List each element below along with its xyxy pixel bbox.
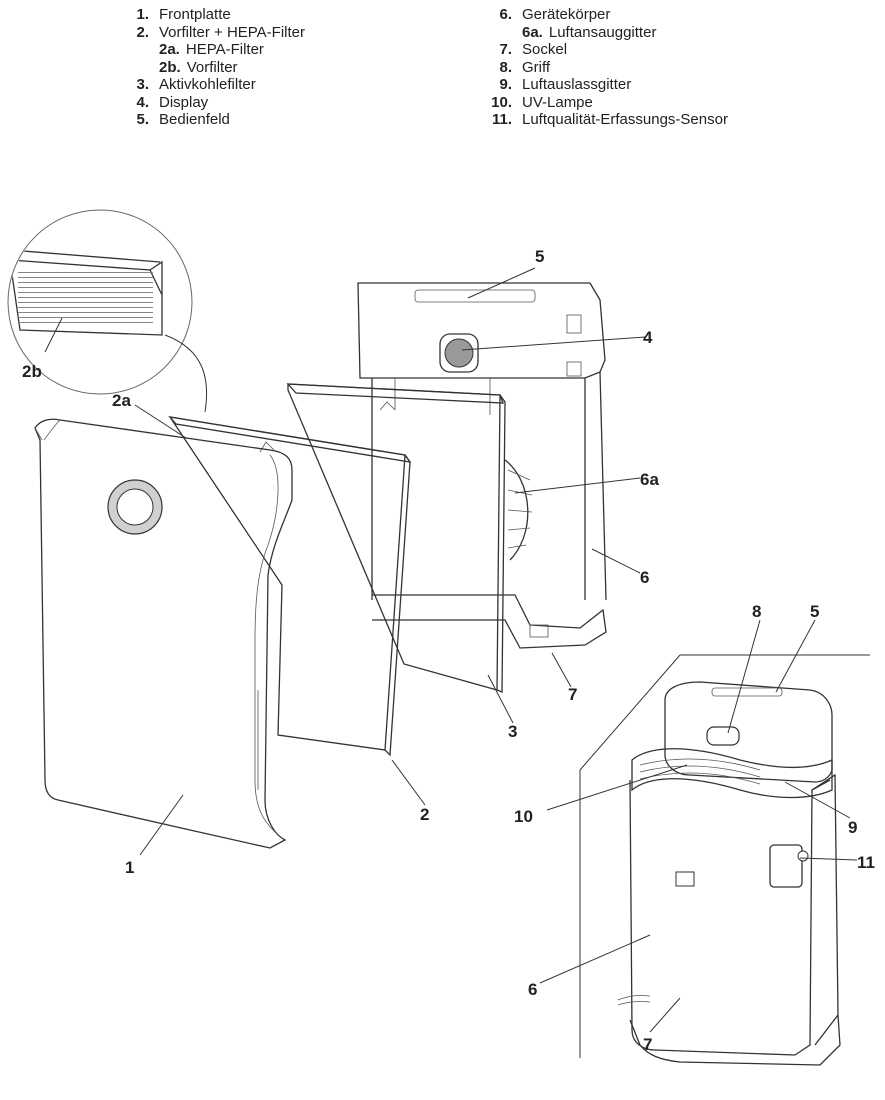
legend-num: 2. xyxy=(136,23,149,41)
carbon-filter xyxy=(286,383,506,693)
legend-item-3: 3. Aktivkohlefilter xyxy=(115,76,305,94)
callout-labels: 5 4 2b 2a 6a 6 7 3 2 1 8 5 10 9 11 6 7 xyxy=(22,247,875,1054)
assembled-unit-back xyxy=(579,654,870,1066)
legend-item-2: 2. Vorfilter + HEPA-Filter xyxy=(115,24,305,42)
legend-item-6: 6. Gerätekörper xyxy=(478,6,728,24)
legend-item-1: 1. Frontplatte xyxy=(115,6,305,24)
legend-left: 1.Frontplatte 2.Vorfilter + HEPA-Filter … xyxy=(115,6,305,129)
callout-10-uv-lamp: 10 xyxy=(514,807,533,826)
callout-1-front-panel: 1 xyxy=(125,858,134,877)
legend-num: 10. xyxy=(491,93,512,111)
legend-num: 1. xyxy=(136,6,149,23)
callout-2b-prefilter: 2b xyxy=(22,362,42,381)
callout-5-control-panel-assembled: 5 xyxy=(810,602,819,621)
legend-text: Vorfilter xyxy=(186,58,238,76)
legend-text: HEPA-Filter xyxy=(185,41,264,58)
callout-6a-intake-grille: 6a xyxy=(640,470,659,489)
legend-num: 5. xyxy=(136,111,149,128)
hepa-filter xyxy=(168,416,412,757)
legend-item-2a: 2a. HEPA-Filter xyxy=(115,41,305,59)
legend-num: 6. xyxy=(499,6,512,23)
callout-9-outlet-grille: 9 xyxy=(848,818,857,837)
legend-right: 6. Gerätekörper 6a. Luftansauggitter 7. Soc… xyxy=(478,6,728,129)
callout-6-housing: 6 xyxy=(640,568,649,587)
zoom-detail-prefilter xyxy=(7,209,208,413)
legend-num: 8. xyxy=(499,58,512,76)
callout-11-air-quality-sensor: 11 xyxy=(857,853,875,872)
legend-item-11: 11. Luftqualität-Erfassungs-Sensor xyxy=(478,111,728,129)
callout-7-base-assembled: 7 xyxy=(643,1035,652,1054)
legend-text: Luftqualität-Erfassungs-Sensor xyxy=(522,111,728,128)
leader-lines xyxy=(44,267,858,1033)
legend-num: 4. xyxy=(136,93,149,111)
legend-item-9: 9. Luftauslassgitter xyxy=(478,76,728,94)
callout-2a-hepa-filter: 2a xyxy=(112,391,131,410)
legend-text: Luftansauggitter xyxy=(548,23,657,41)
callout-7-base: 7 xyxy=(568,685,577,704)
legend-item-6a: 6a. Luftansauggitter xyxy=(478,24,728,42)
legend-text: Frontplatte xyxy=(159,6,231,23)
callout-8-handle: 8 xyxy=(752,602,761,621)
legend-text: Display xyxy=(159,93,209,111)
legend-num: 9. xyxy=(499,76,512,93)
legend-text: Luftauslassgitter xyxy=(522,76,632,93)
legend-item-8: 8. Griff xyxy=(478,59,728,77)
legend-item-2b: 2b. Vorfilter xyxy=(115,59,305,77)
legend-text: Gerätekörper xyxy=(522,6,611,23)
legend-num: 3. xyxy=(136,76,149,93)
legend-num: 11. xyxy=(491,111,512,128)
legend-item-5: 5. Bedienfeld xyxy=(115,111,305,129)
callout-6-housing-assembled: 6 xyxy=(528,980,537,999)
legend-num: 2a. xyxy=(159,41,180,58)
legend-item-7: 7. Sockel xyxy=(478,41,728,59)
legend-text: UV-Lampe xyxy=(522,93,593,111)
legend-item-4: 4. Display xyxy=(115,94,305,112)
callout-2-filter-set: 2 xyxy=(420,805,429,824)
legend-item-10: 10. UV-Lampe xyxy=(478,94,728,112)
legend-num: 2b. xyxy=(159,58,181,76)
legend-text: Sockel xyxy=(522,41,568,58)
legend-text: Aktivkohlefilter xyxy=(159,76,256,93)
legend-num: 7. xyxy=(499,41,512,58)
legend-num: 6a. xyxy=(522,23,543,41)
main-body-exploded xyxy=(357,282,607,649)
legend-text: Bedienfeld xyxy=(159,111,230,128)
callout-3-carbon-filter: 3 xyxy=(508,722,517,741)
legend-text: Griff xyxy=(522,58,551,76)
front-panel xyxy=(34,418,293,849)
callout-4-display: 4 xyxy=(643,328,653,347)
callout-5-control-panel: 5 xyxy=(535,247,544,266)
legend-text: Vorfilter + HEPA-Filter xyxy=(159,23,306,41)
